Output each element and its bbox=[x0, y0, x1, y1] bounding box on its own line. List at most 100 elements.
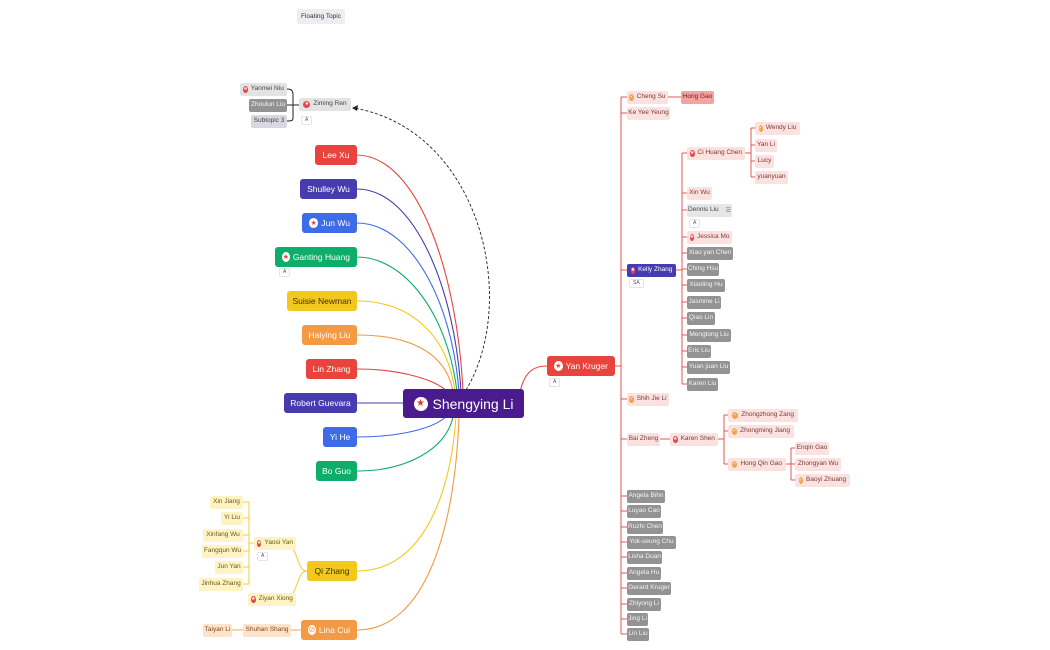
topic-wendy-liu[interactable]: ✓Wendy Liu bbox=[755, 122, 800, 135]
topic-jun-wu[interactable]: ★Jun Wu bbox=[302, 213, 357, 233]
topic-karen-shen[interactable]: ★Karen Shen bbox=[670, 433, 718, 446]
topic-lin-liu[interactable]: Lin Liu bbox=[627, 628, 649, 641]
topic-label: Xin Wu bbox=[689, 189, 710, 197]
topic-yaosi-yan[interactable]: ★Yaosi Yan bbox=[254, 537, 296, 550]
topic-xinfang-wu[interactable]: Xinfang Wu bbox=[203, 529, 243, 542]
topic-ching-hsu[interactable]: Ching Hsu bbox=[687, 263, 719, 276]
check-icon: ✓ bbox=[732, 461, 738, 468]
topic-shuhan-shang[interactable]: Shuhan Shang bbox=[243, 624, 291, 637]
topic-bai-zheng[interactable]: Bai Zheng bbox=[627, 433, 660, 446]
topic-xiao-yan-chen[interactable]: Xiao yan Chen bbox=[687, 247, 733, 260]
topic-lee-xu[interactable]: Lee Xu bbox=[315, 145, 357, 165]
central-topic-label: Shengying Li bbox=[432, 395, 514, 412]
topic-kelly-zhang[interactable]: ★Kelly Zhang bbox=[627, 264, 676, 277]
topic-qi-zhang[interactable]: Qi Zhang bbox=[307, 561, 357, 581]
topic-jinhua-zhang[interactable]: Jinhua Zhang bbox=[199, 578, 243, 591]
check-icon: ✓ bbox=[629, 94, 634, 101]
topic-enqin-gao[interactable]: Enqin Gao bbox=[795, 442, 829, 455]
star-icon: ★ bbox=[630, 267, 636, 274]
topic-eric-liu[interactable]: Eric Liu bbox=[687, 345, 711, 358]
topic-zhongming-jiang[interactable]: ✓Zhongming Jiang bbox=[728, 425, 794, 438]
topic-subtopic-3[interactable]: Subtopic 3 bbox=[251, 115, 287, 128]
topic-baoyi-zhuang[interactable]: ✓Baoyi Zhuang bbox=[795, 474, 850, 487]
topic-angela-hu[interactable]: Angela Hu bbox=[627, 567, 661, 580]
topic-jun-yan[interactable]: Jun Yan bbox=[215, 561, 243, 574]
yaosi-badge[interactable]: A bbox=[257, 552, 269, 561]
kelly-zhang-badge[interactable]: SA bbox=[629, 279, 644, 288]
topic-cheng-su[interactable]: ✓Cheng Su bbox=[627, 91, 668, 104]
topic-qiao-lin[interactable]: Qiao Lin bbox=[687, 312, 715, 325]
topic-yuan-juan-liu[interactable]: Yuan juan Liu bbox=[687, 361, 730, 374]
star-icon: ★ bbox=[689, 234, 694, 241]
topic-robert-guevara[interactable]: Robert Guevara bbox=[284, 393, 357, 413]
topic-label: Zhongzhong Zang bbox=[741, 411, 794, 419]
topic-lina-cui[interactable]: ⊘Lina Cui bbox=[301, 620, 357, 640]
topic-ziming-ren[interactable]: ★Ziming Ren bbox=[299, 98, 351, 111]
topic-karen-liu[interactable]: Karen Liu bbox=[687, 378, 718, 391]
topic-ke-yee-yeung[interactable]: Ke Yee Yeung bbox=[627, 107, 670, 120]
topic-label: Yanmei Niu bbox=[250, 85, 284, 93]
topic-dennis-liu[interactable]: Dennis Liu☰ bbox=[687, 204, 732, 217]
topic-suisie-newman[interactable]: Suisie Newman bbox=[287, 291, 357, 311]
topic-xiaoling-hu[interactable]: Xiaoling Hu bbox=[687, 279, 725, 292]
topic-jasmine-li[interactable]: Jasmine Li bbox=[687, 296, 721, 309]
ganting-huang-badge[interactable]: A bbox=[279, 268, 291, 277]
slash-icon: ⊘ bbox=[308, 625, 316, 635]
topic-ruzhi-chen[interactable]: Ruzhi Chen bbox=[627, 521, 663, 534]
topic-mengtong-liu[interactable]: Mengtong Liu bbox=[687, 329, 731, 342]
topic-label: Luyao Cao bbox=[628, 507, 660, 515]
topic-jessica-mo[interactable]: ★Jessica Mo bbox=[687, 231, 732, 244]
topic-ziyan-xiong[interactable]: ★Ziyan Xiong bbox=[248, 593, 296, 606]
topic-zhongzhong-zang[interactable]: ✓Zhongzhong Zang bbox=[728, 409, 798, 422]
topic-yuanyuan[interactable]: yuanyuan bbox=[755, 171, 788, 184]
topic-zhoulun-liu[interactable]: Zhoulun Liu bbox=[249, 99, 287, 112]
topic-hong-qin-gao[interactable]: ✓Hong Qin Gao bbox=[728, 458, 786, 471]
topic-jing-li[interactable]: Jing Li bbox=[627, 613, 648, 626]
ziming-badge[interactable]: A bbox=[301, 116, 313, 125]
topic-taiyan-li[interactable]: Taiyan Li bbox=[203, 624, 232, 637]
topic-zhongyan-wu[interactable]: Zhongyan Wu bbox=[795, 458, 841, 471]
topic-label: Yuan juan Liu bbox=[688, 363, 729, 371]
topic-yi-liu[interactable]: Yi Liu bbox=[221, 512, 243, 525]
topic-ci-huang-chen[interactable]: ★Ci Huang Chen bbox=[687, 147, 745, 160]
check-icon: ✓ bbox=[798, 477, 804, 484]
topic-angela-bihn[interactable]: Angela Bihn bbox=[627, 490, 665, 503]
topic-luyao-cao[interactable]: Luyao Cao bbox=[627, 505, 661, 518]
topic-label: Haiying Liu bbox=[308, 329, 351, 340]
topic-label: Yan Li bbox=[757, 141, 775, 149]
topic-zhiyong-li[interactable]: Zhiyong Li bbox=[627, 598, 661, 611]
topic-xin-wu[interactable]: Xin Wu bbox=[687, 187, 712, 200]
topic-fangqun-wu[interactable]: Fangqun Wu bbox=[202, 545, 243, 558]
topic-shulley-wu[interactable]: Shulley Wu bbox=[300, 179, 357, 199]
dennis-liu-badge[interactable]: A bbox=[689, 219, 701, 228]
topic-label: Jun Yan bbox=[217, 563, 241, 571]
root-to-yan-kruger bbox=[519, 365, 548, 393]
floating-topic[interactable]: Floating Topic bbox=[297, 9, 345, 24]
star-icon: ★ bbox=[303, 101, 311, 108]
topic-ganting-huang[interactable]: ★Ganting Huang bbox=[275, 247, 357, 267]
topic-gerard-kruger[interactable]: Gerard Kruger bbox=[627, 582, 671, 595]
topic-lucy[interactable]: Lucy bbox=[755, 155, 774, 168]
topic-yan-kruger[interactable]: ★Yan Kruger bbox=[547, 356, 615, 376]
star-icon: ★ bbox=[309, 218, 319, 228]
topic-label: Yaosi Yan bbox=[264, 539, 294, 547]
topic-yok-seung-chu[interactable]: Yok-seung Chu bbox=[627, 536, 676, 549]
topic-lisha-duan[interactable]: Lisha Duan bbox=[627, 551, 662, 564]
topic-label: Cheng Su bbox=[636, 93, 666, 101]
topic-label: Hong Qin Gao bbox=[740, 460, 782, 468]
central-topic[interactable]: ★ Shengying Li bbox=[403, 389, 524, 418]
topic-shih-jie-li[interactable]: ✓Shih Jie Li bbox=[627, 393, 669, 406]
topic-label: Shuhan Shang bbox=[245, 626, 289, 634]
topic-bo-guo[interactable]: Bo Guo bbox=[316, 461, 357, 481]
topic-hong-gao[interactable]: Hong Gao bbox=[681, 91, 714, 104]
topic-haiying-liu[interactable]: Haiying Liu bbox=[302, 325, 357, 345]
topic-yanmei-niu[interactable]: ★Yanmei Niu bbox=[240, 83, 287, 96]
topic-yan-li[interactable]: Yan Li bbox=[755, 139, 777, 152]
topic-yi-he[interactable]: Yi He bbox=[323, 427, 357, 447]
yan-kruger-badge[interactable]: A bbox=[549, 378, 561, 387]
topic-xin-jiang[interactable]: Xin Jiang bbox=[210, 496, 243, 509]
topic-label: Jinhua Zhang bbox=[201, 580, 241, 588]
topic-label: Karen Shen bbox=[680, 435, 715, 443]
topic-lin-zhang[interactable]: Lin Zhang bbox=[306, 359, 357, 379]
